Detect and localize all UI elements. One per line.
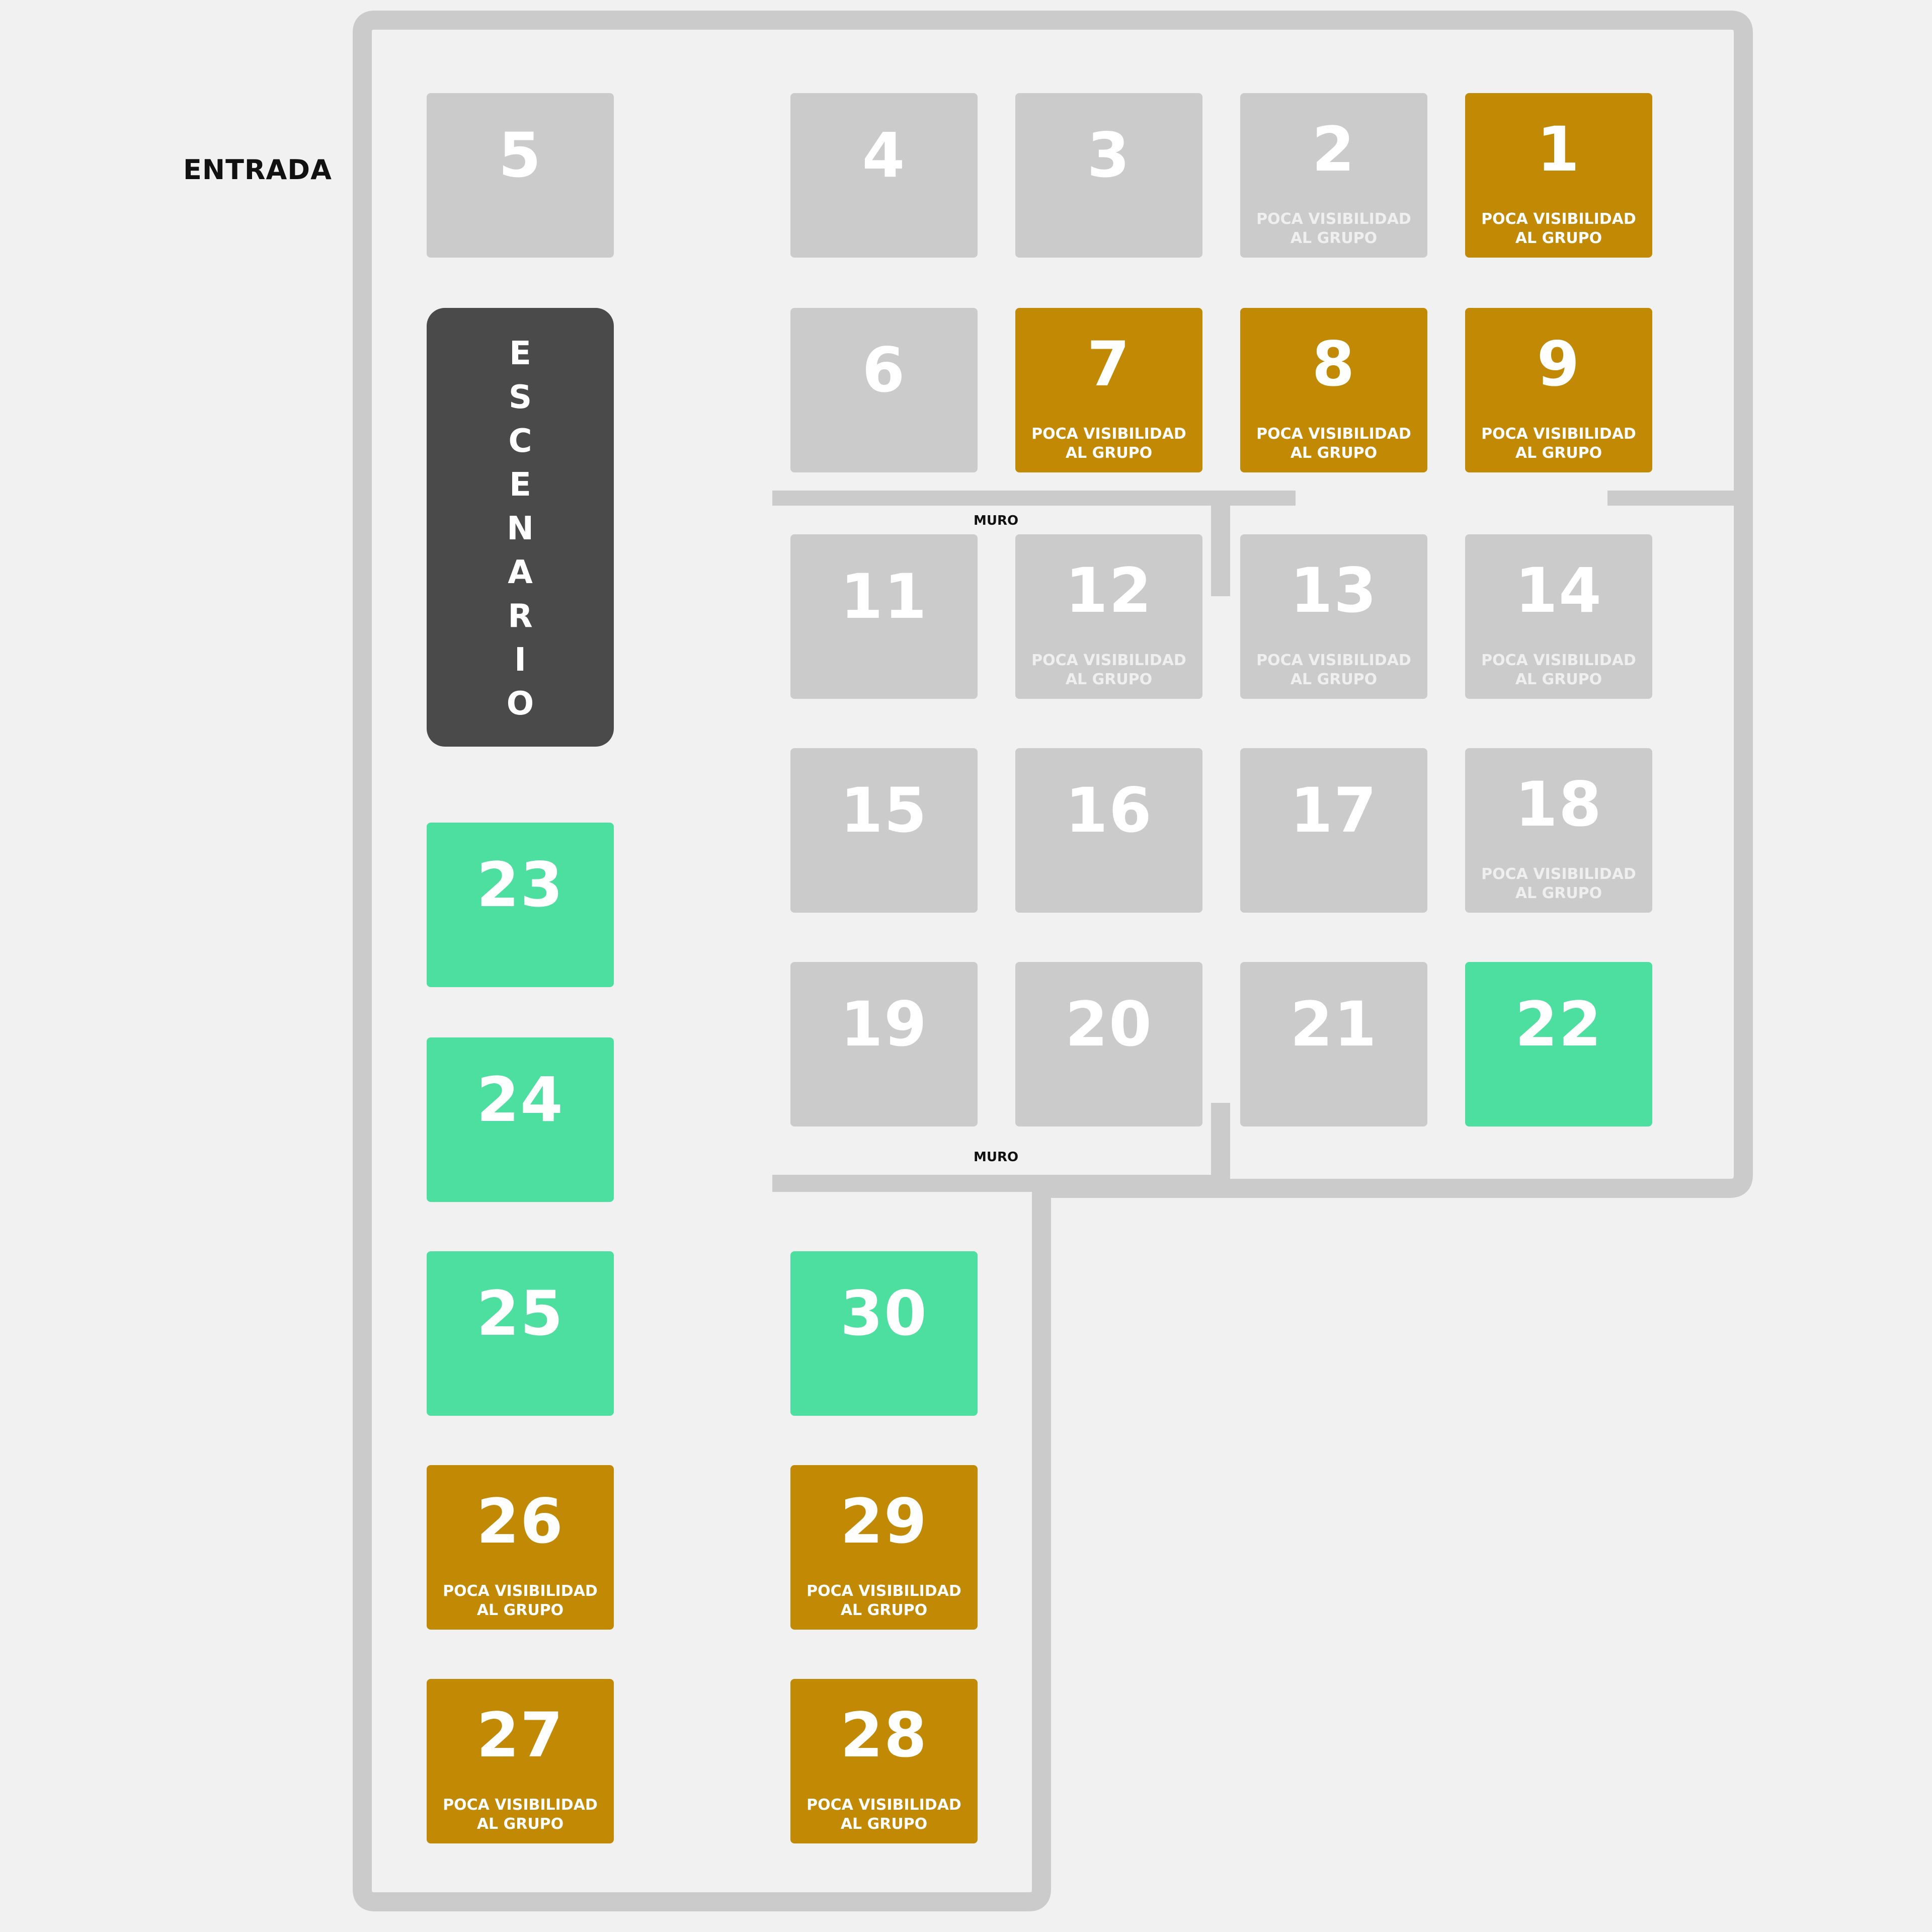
table-note: POCA VISIBILIDAD AL GRUPO — [1481, 865, 1636, 902]
table-24[interactable]: 24 — [427, 1037, 614, 1202]
table-number: 21 — [1290, 989, 1378, 1060]
table-number: 30 — [840, 1278, 928, 1349]
table-number: 23 — [476, 849, 564, 921]
table-number: 8 — [1312, 329, 1356, 400]
stage-label-letter: S — [508, 379, 532, 416]
table-number: 12 — [1065, 555, 1153, 626]
stage-label-letter: E — [509, 335, 531, 372]
table-21[interactable]: 21 — [1240, 962, 1427, 1126]
table-number: 19 — [840, 989, 928, 1060]
wall-top-left — [772, 491, 1296, 506]
wall-top-vertical — [1211, 498, 1230, 596]
table-number: 11 — [840, 561, 928, 632]
wall-bottom-left — [772, 1175, 1215, 1192]
table-number: 25 — [476, 1278, 564, 1349]
table-number: 14 — [1515, 555, 1602, 626]
stage-label-letter: I — [514, 641, 526, 679]
wall-label-bottom: MURO — [974, 1150, 1019, 1165]
table-note: POCA VISIBILIDAD AL GRUPO — [1481, 425, 1636, 462]
table-number: 5 — [498, 120, 542, 191]
table-note: POCA VISIBILIDAD AL GRUPO — [443, 1796, 598, 1833]
table-23[interactable]: 23 — [427, 823, 614, 987]
table-16[interactable]: 16 — [1015, 748, 1202, 913]
table-number: 28 — [840, 1700, 928, 1771]
table-number: 27 — [476, 1700, 564, 1771]
table-20[interactable]: 20 — [1015, 962, 1202, 1126]
table-number: 4 — [862, 120, 906, 191]
table-number: 3 — [1087, 120, 1131, 191]
wall-bottom-vertical — [1211, 1103, 1230, 1193]
table-number: 9 — [1537, 329, 1581, 400]
stage-label-letter: C — [508, 423, 532, 460]
table-note: POCA VISIBILIDAD AL GRUPO — [1481, 210, 1636, 247]
wall-label-top: MURO — [974, 513, 1019, 528]
table-number: 2 — [1312, 114, 1356, 185]
table-30[interactable]: 30 — [790, 1251, 978, 1416]
outer-wall — [353, 11, 1753, 1911]
table-note: POCA VISIBILIDAD AL GRUPO — [1256, 652, 1411, 688]
table-15[interactable]: 15 — [790, 748, 978, 913]
table-number: 16 — [1065, 775, 1153, 846]
table-number: 13 — [1290, 555, 1378, 626]
table-note: POCA VISIBILIDAD AL GRUPO — [1256, 210, 1411, 247]
table-4[interactable]: 4 — [790, 93, 978, 258]
table-note: POCA VISIBILIDAD AL GRUPO — [1031, 425, 1186, 462]
table-note: POCA VISIBILIDAD AL GRUPO — [807, 1796, 961, 1833]
stage-label-letter: O — [506, 685, 534, 722]
stage-label-letter: R — [508, 598, 533, 635]
table-number: 6 — [862, 335, 906, 406]
table-note: POCA VISIBILIDAD AL GRUPO — [1256, 425, 1411, 462]
wall-top-right — [1607, 491, 1743, 506]
table-note: POCA VISIBILIDAD AL GRUPO — [807, 1582, 961, 1619]
table-number: 29 — [840, 1486, 928, 1557]
table-number: 24 — [476, 1064, 564, 1136]
stage-label-letter: E — [509, 466, 531, 504]
stage-label-letter: A — [508, 554, 533, 591]
table-11[interactable]: 11 — [790, 534, 978, 699]
table-6[interactable]: 6 — [790, 308, 978, 472]
entrance-label: ENTRADA — [183, 154, 332, 186]
table-number: 7 — [1087, 329, 1131, 400]
table-number: 20 — [1065, 989, 1153, 1060]
table-number: 15 — [840, 775, 928, 846]
table-number: 26 — [476, 1486, 564, 1557]
table-number: 22 — [1515, 989, 1602, 1060]
table-5[interactable]: 5 — [427, 93, 614, 258]
table-note: POCA VISIBILIDAD AL GRUPO — [1031, 652, 1186, 688]
table-22[interactable]: 22 — [1465, 962, 1652, 1126]
table-number: 1 — [1537, 114, 1581, 185]
table-25[interactable]: 25 — [427, 1251, 614, 1416]
table-3[interactable]: 3 — [1015, 93, 1202, 258]
table-note: POCA VISIBILIDAD AL GRUPO — [1481, 652, 1636, 688]
table-17[interactable]: 17 — [1240, 748, 1427, 913]
stage-label-letter: N — [507, 510, 534, 547]
table-note: POCA VISIBILIDAD AL GRUPO — [443, 1582, 598, 1619]
table-19[interactable]: 19 — [790, 962, 978, 1126]
table-number: 17 — [1290, 775, 1378, 846]
table-number: 18 — [1515, 769, 1602, 840]
